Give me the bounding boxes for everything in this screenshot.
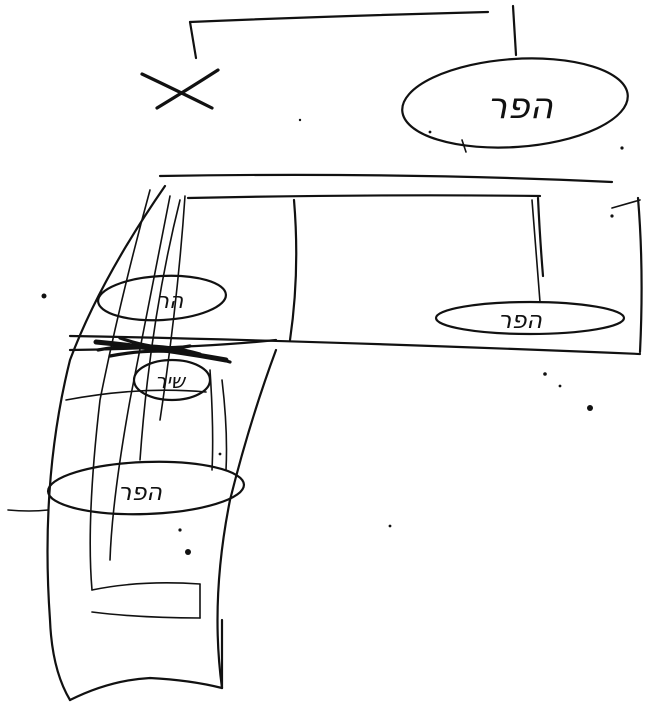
right-oval-label: הפר <box>498 306 543 334</box>
lower-left-oval-label: הפר <box>118 478 163 506</box>
lower-left-oval: הפר <box>8 459 245 518</box>
vertical-arm <box>48 186 277 700</box>
top-connector <box>190 6 516 58</box>
mid-left-oval-label: שיר <box>155 369 187 393</box>
mid-left-oval: שיר <box>134 360 210 400</box>
upper-left-oval-label: הר <box>157 289 184 314</box>
top-oval-label: הפר <box>487 86 554 127</box>
l-shape-outline <box>70 175 642 354</box>
top-oval: הפר <box>399 51 631 155</box>
x-mark-icon <box>142 70 218 108</box>
right-oval: הפר <box>436 302 624 334</box>
